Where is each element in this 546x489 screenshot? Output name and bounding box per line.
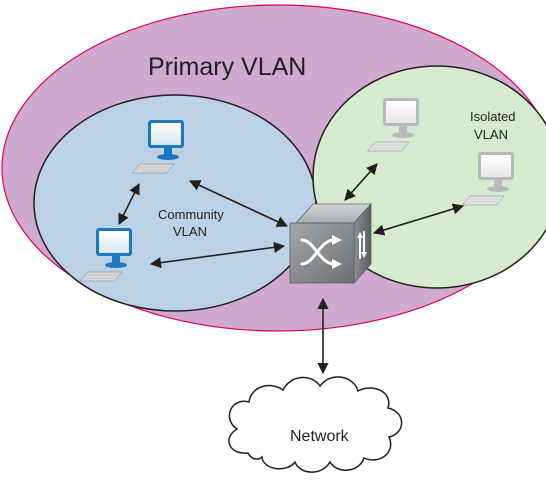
link-isolated-top-to-switch: [344, 163, 378, 201]
link-community-bottom-to-switch: [149, 241, 286, 269]
community-vlan-label-line1: Community: [158, 207, 224, 222]
network-switch-icon: [289, 202, 372, 285]
community-vlan-label-line2: VLAN: [173, 224, 207, 239]
connections: [118, 163, 465, 375]
isolated-vlan-label-line2: VLAN: [474, 127, 508, 142]
link-community-top-to-community-bottom: [118, 182, 140, 226]
link-community-top-to-switch: [188, 180, 289, 227]
primary-vlan-label: Primary VLAN: [148, 53, 306, 81]
link-isolated-right-to-switch: [372, 203, 465, 236]
network-label: Network: [290, 428, 350, 445]
isolated-vlan-label-line1: Isolated: [470, 109, 516, 124]
network-cloud-icon: [228, 376, 403, 473]
